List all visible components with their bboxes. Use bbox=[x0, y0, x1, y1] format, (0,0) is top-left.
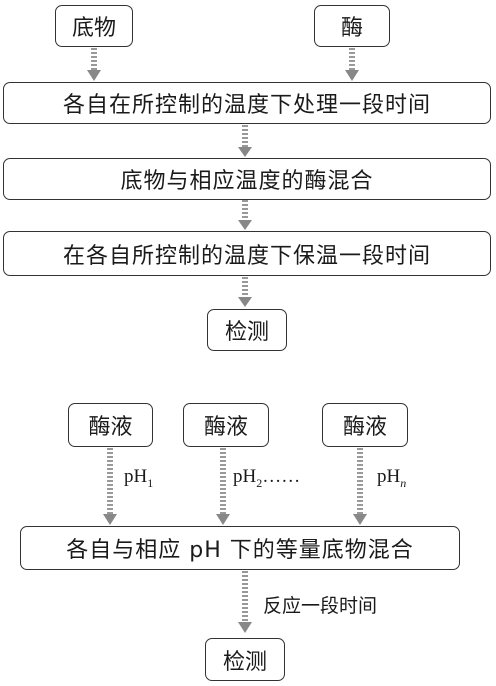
mix-label: 各自与相应 pH 下的等量底物混合 bbox=[66, 538, 414, 563]
ph2-label: pH2…… bbox=[233, 466, 301, 490]
arrow-step1-head bbox=[238, 147, 252, 157]
enzyme-solution-label-2: 酶液 bbox=[203, 415, 248, 440]
arrow-step3-head bbox=[238, 297, 252, 307]
enzyme-solution-box-2: 酶液 bbox=[183, 403, 269, 447]
substrate-label: 底物 bbox=[71, 16, 116, 41]
arrow-substrate-head bbox=[87, 70, 101, 81]
enzyme-box: 酶 bbox=[314, 5, 390, 47]
step2-label: 底物与相应温度的酶混合 bbox=[120, 169, 374, 194]
enzyme-solution-label-3: 酶液 bbox=[342, 415, 387, 440]
arrow-enzyme-head bbox=[345, 70, 359, 81]
react-label: 反应一段时间 bbox=[263, 595, 378, 617]
arrow-ph2-head bbox=[216, 514, 230, 525]
enzyme-solution-label-1: 酶液 bbox=[88, 415, 133, 440]
detect-label-1: 检测 bbox=[224, 320, 269, 345]
enzyme-solution-box-1: 酶液 bbox=[68, 403, 153, 447]
arrow-ph1-head bbox=[103, 514, 117, 525]
step3-label: 在各自所控制的温度下保温一段时间 bbox=[62, 243, 431, 269]
phn-label: pHn bbox=[377, 466, 407, 490]
detect-label-2: 检测 bbox=[222, 649, 267, 675]
arrow-mix-head bbox=[238, 622, 252, 633]
mix-box: 各自与相应 pH 下的等量底物混合 bbox=[20, 526, 460, 570]
arrow-phn-head bbox=[353, 514, 367, 525]
step1-box: 各自在所控制的温度下处理一段时间 bbox=[3, 82, 491, 124]
enzyme-label: 酶 bbox=[340, 16, 363, 41]
detect-box-1: 检测 bbox=[207, 309, 287, 351]
arrow-step2-head bbox=[238, 220, 252, 230]
ph1-label: pH1 bbox=[124, 466, 154, 490]
substrate-box: 底物 bbox=[55, 5, 133, 47]
step2-box: 底物与相应温度的酶混合 bbox=[3, 158, 491, 200]
step1-label: 各自在所控制的温度下处理一段时间 bbox=[62, 93, 431, 118]
step3-box: 在各自所控制的温度下保温一段时间 bbox=[3, 231, 491, 276]
enzyme-solution-box-3: 酶液 bbox=[322, 403, 408, 447]
detect-box-2: 检测 bbox=[205, 638, 285, 681]
